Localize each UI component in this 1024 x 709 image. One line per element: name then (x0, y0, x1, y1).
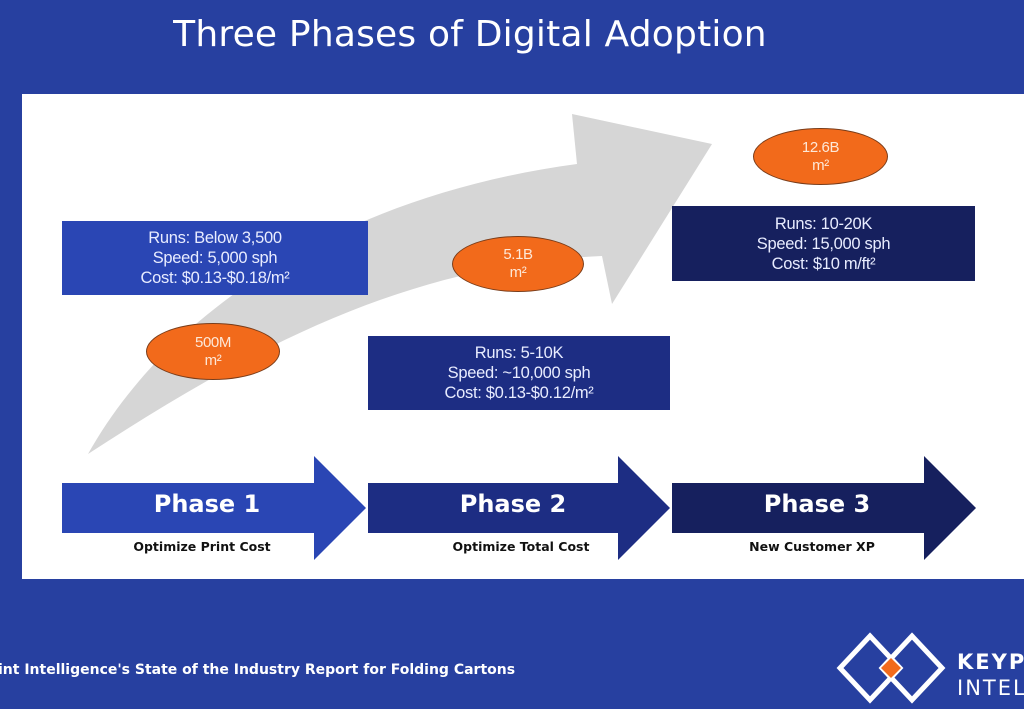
phase-3-label: Phase 3 (763, 490, 871, 518)
phase-1-runs: Runs: Below 3,500 (148, 229, 282, 247)
phase-3-volume-value: 12.6B (801, 138, 840, 156)
diagram-graphics (62, 114, 976, 560)
phase-2-subtitle: Optimize Total Cost (452, 539, 590, 554)
phase-3-speed: Speed: 15,000 sph (756, 234, 891, 253)
phase-3-subtitle: New Customer XP (749, 539, 875, 554)
phase-2-volume-oval: 5.1B m² (452, 236, 584, 292)
phase-3-runs: Runs: 10-20K (774, 214, 873, 233)
growth-arrow (88, 114, 712, 454)
phase-2-volume-unit: m² (509, 264, 527, 281)
phase-1-label: Phase 1 (153, 490, 261, 518)
phase-2-label: Phase 2 (459, 490, 567, 518)
phase-1-speed: Speed: 5,000 sph (152, 249, 278, 267)
slide-title: Three Phases of Digital Adoption (173, 14, 767, 55)
phase-3-arrow (672, 456, 976, 560)
phase-3-volume-unit: m² (812, 156, 829, 174)
phase-3-details: Runs: 10-20K Speed: 15,000 sph Cost: $10… (672, 206, 975, 281)
phase-1-subtitle: Optimize Print Cost (133, 539, 271, 554)
phase-2-cost: Cost: $0.13-$0.12/m² (444, 384, 594, 402)
phase-2-details: Runs: 5-10K Speed: ~10,000 sph Cost: $0.… (368, 336, 670, 410)
phase-1-volume-value: 500M (195, 333, 231, 351)
phase-1-cost: Cost: $0.13-$0.18/m² (140, 269, 290, 287)
phase-2-arrow (368, 456, 670, 560)
phase-2-runs: Runs: 5-10K (474, 344, 564, 362)
phase-1-details: Runs: Below 3,500 Speed: 5,000 sph Cost:… (62, 221, 368, 295)
phase-1-volume-oval: 500M m² (146, 323, 280, 380)
phase-1-arrow (62, 456, 366, 560)
brand-name-line1: KEYP (957, 650, 1024, 674)
brand-name-line2: INTEL (957, 676, 1024, 700)
phase-3-volume-oval: 12.6B m² (753, 128, 888, 185)
phase-2-volume-value: 5.1B (503, 246, 533, 263)
phase-2-speed: Speed: ~10,000 sph (447, 364, 591, 382)
keypoint-logo-icon (836, 632, 946, 704)
diagram-panel: Runs: Below 3,500 Speed: 5,000 sph Cost:… (22, 94, 1024, 579)
phase-3-cost: Cost: $10 m/ft² (771, 254, 876, 273)
phase-1-volume-unit: m² (204, 351, 222, 369)
source-footer: int Intelligence's State of the Industry… (0, 662, 516, 678)
